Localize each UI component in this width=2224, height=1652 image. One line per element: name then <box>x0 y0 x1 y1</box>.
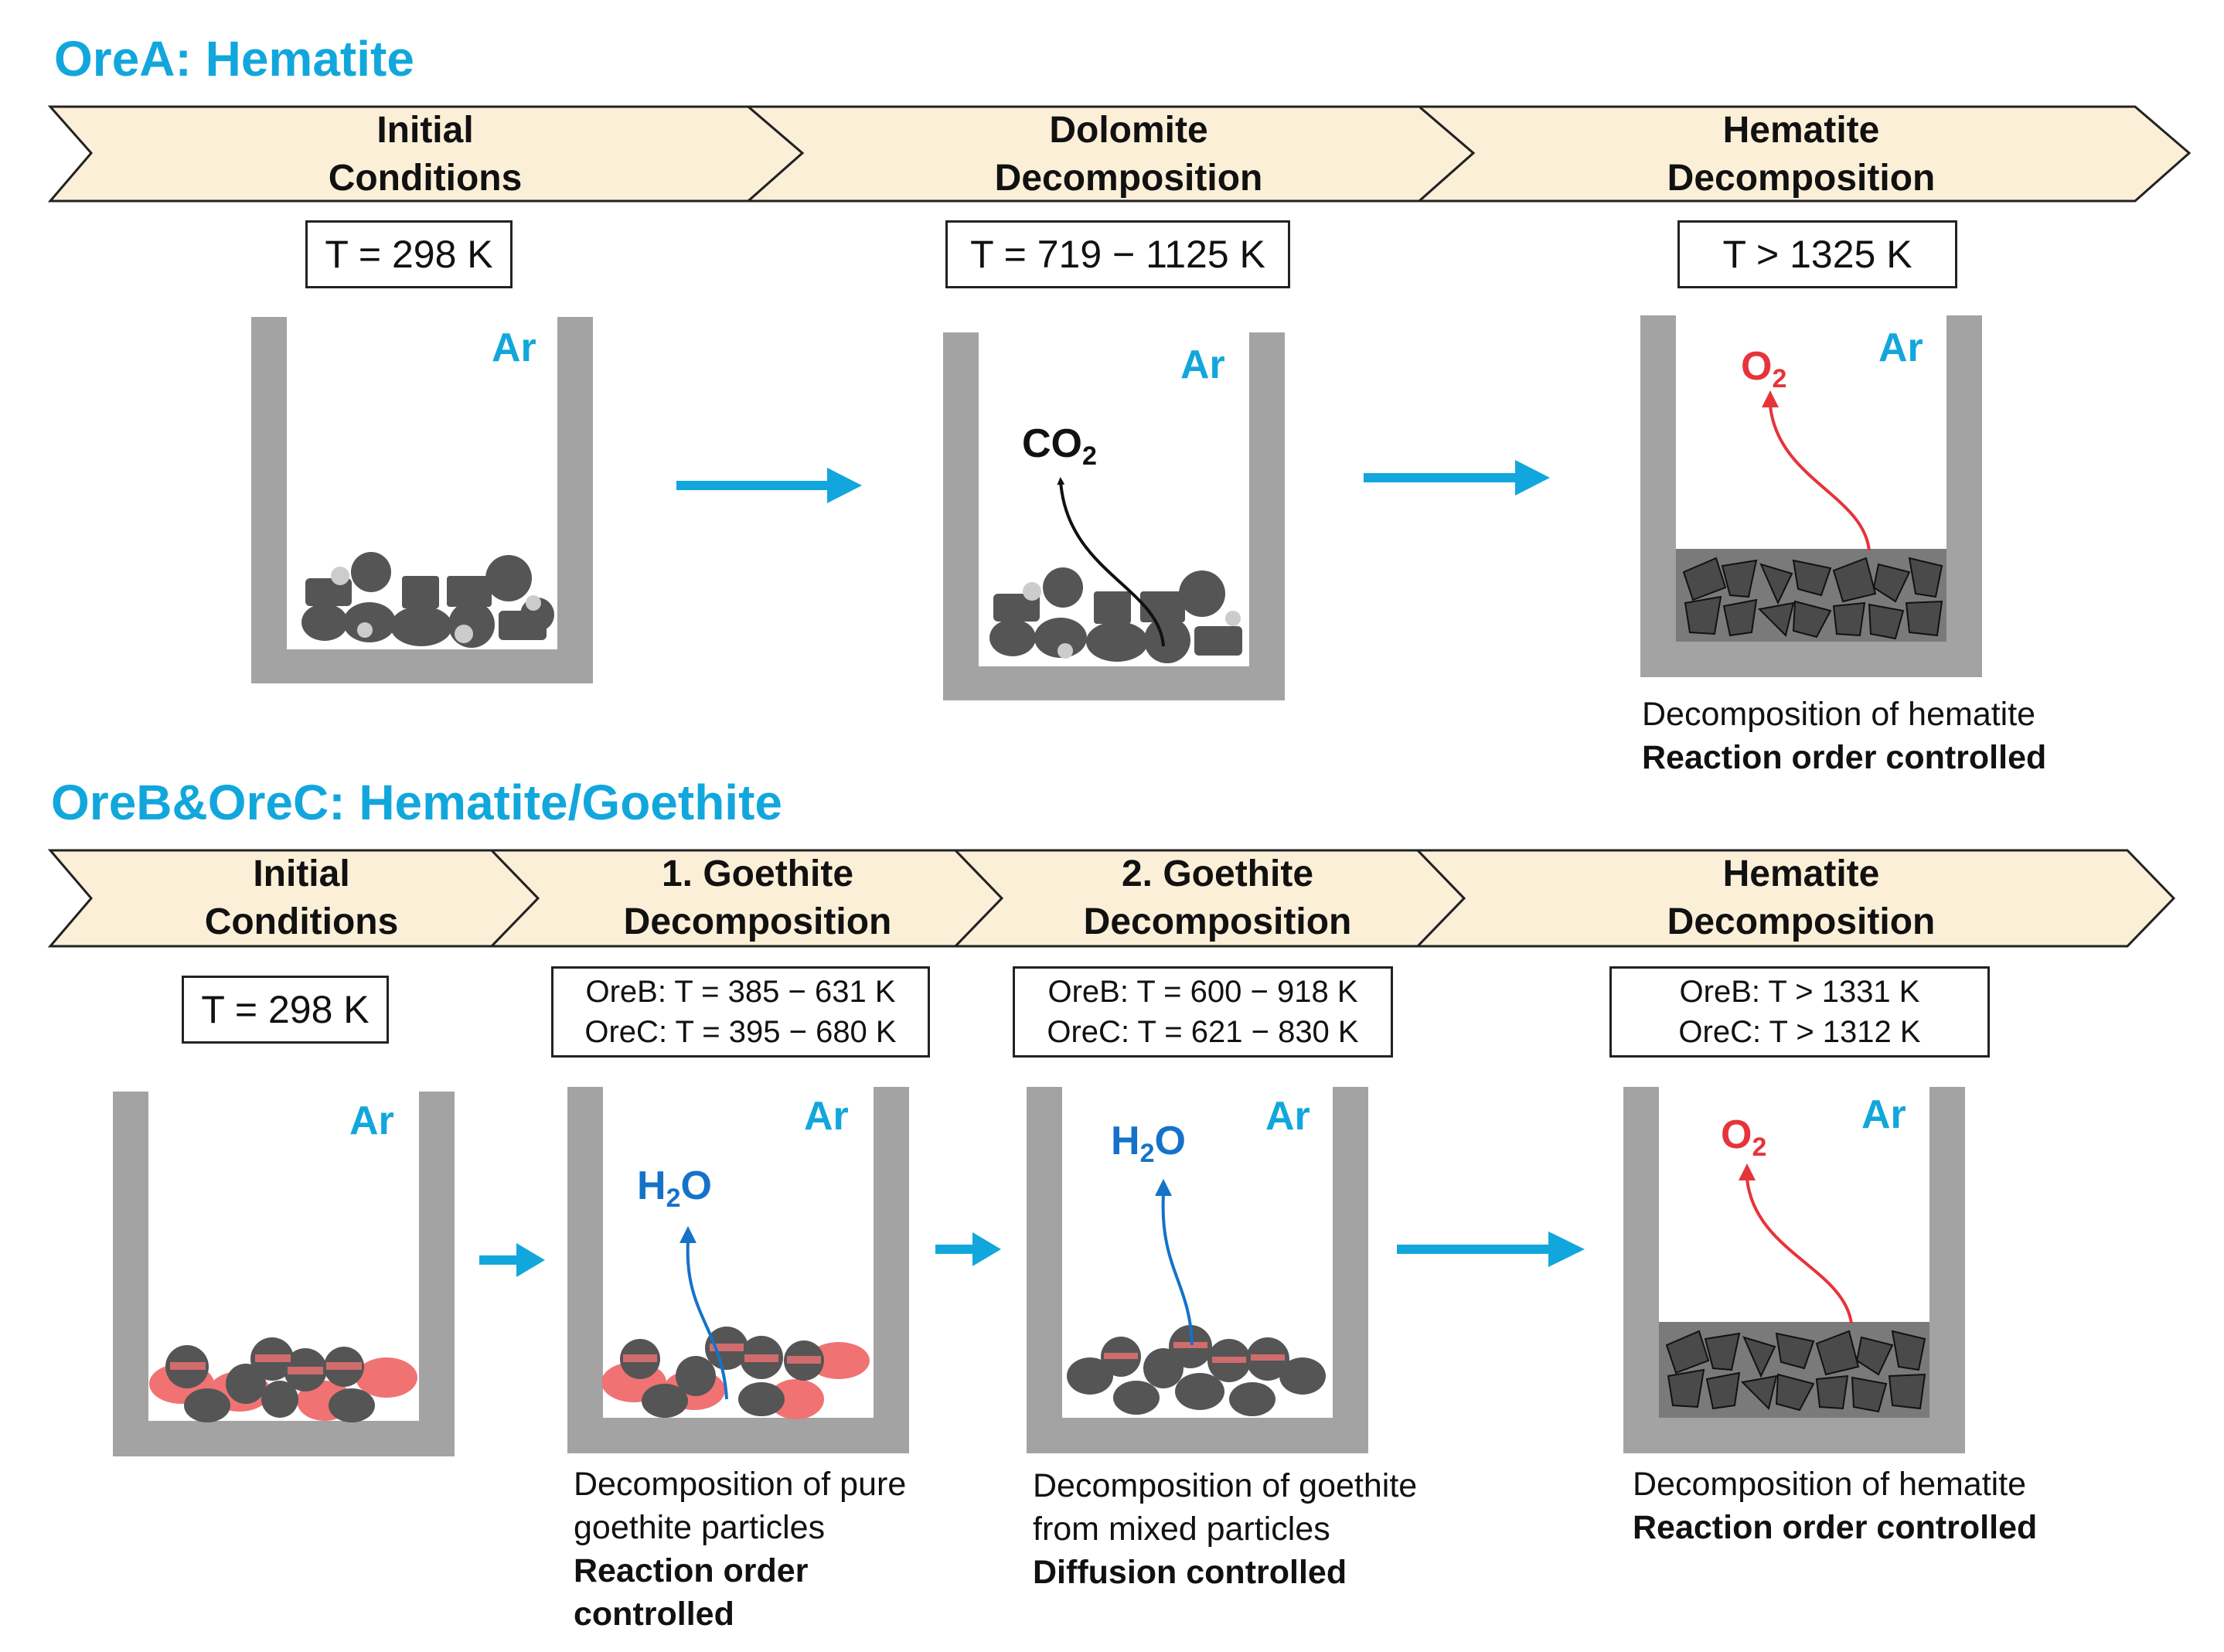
stage-a-dolomite-label: Dolomite Decomposition <box>994 110 1263 199</box>
temp-oreb-goethite1: OreB: T = 385 − 631 K <box>585 975 896 1009</box>
flow-arrow-b3 <box>1397 1231 1585 1267</box>
crucible-b-initial <box>113 1092 455 1456</box>
crucible-a-hematite <box>1640 315 1982 677</box>
desc-b-goethite2: Decomposition of goethite from mixed par… <box>1033 1467 1418 1591</box>
hematite-fragments-b <box>1665 1330 1926 1413</box>
crucible-a-initial <box>251 317 593 683</box>
co2-release-arrow <box>1057 477 1165 647</box>
stage-b-goethite1-label: 1. Goethite Decomposition <box>623 853 892 942</box>
particles-a-initial <box>301 552 554 648</box>
temp-oreb-hematite: OreB: T > 1331 K <box>1679 975 1920 1009</box>
desc-b-hematite: Decomposition of hematite Reaction order… <box>1633 1466 2038 1546</box>
temp-box-a-hematite: T > 1325 K <box>1677 220 1957 288</box>
process-arrow-a <box>47 105 2192 203</box>
ar-label-b-goethite2: Ar <box>1265 1094 1310 1139</box>
h2o-label-b-goethite2: H2O <box>1111 1119 1186 1168</box>
flow-arrow-b1 <box>479 1243 545 1277</box>
temp-box-b-goethite1: OreB: T = 385 − 631 K OreC: T = 395 − 68… <box>551 966 930 1058</box>
temp-box-b-hematite: OreB: T > 1331 K OreC: T > 1312 K <box>1609 966 1990 1058</box>
h2o-release-arrow-2 <box>1155 1179 1194 1346</box>
h2o-release-arrow-1 <box>679 1226 728 1400</box>
temp-box-b-initial: T = 298 K <box>182 976 389 1044</box>
temp-orec-goethite2: OreC: T = 621 − 830 K <box>1047 1015 1359 1049</box>
stage-a-initial-label: Initial Conditions <box>328 110 523 199</box>
ar-label-b-hematite: Ar <box>1861 1092 1906 1137</box>
temp-orec-goethite1: OreC: T = 395 − 680 K <box>584 1015 897 1049</box>
hematite-fragments-a <box>1682 557 1943 640</box>
ar-label-b-goethite1: Ar <box>804 1094 849 1139</box>
desc-b-goethite1: Decomposition of pure goethite particles… <box>574 1466 907 1633</box>
stage-b-goethite2-label: 2. Goethite Decomposition <box>1083 853 1352 942</box>
temp-box-a-initial: T = 298 K <box>305 220 513 288</box>
temp-box-b-goethite2: OreB: T = 600 − 918 K OreC: T = 621 − 83… <box>1013 966 1393 1058</box>
chevron-b-hematite <box>1415 849 2176 948</box>
o2-label-a: O2 <box>1741 344 1787 393</box>
process-arrow-b <box>47 849 2176 948</box>
flow-arrow-a2 <box>1364 460 1550 496</box>
temp-orec-hematite: OreC: T > 1312 K <box>1678 1015 1921 1049</box>
crucible-b-goethite1 <box>567 1087 909 1453</box>
section-b-title: OreB&OreC: Hematite/Goethite <box>51 775 782 830</box>
crucible-a-dolomite <box>943 332 1285 700</box>
flow-arrow-a1 <box>676 468 862 503</box>
temp-oreb-goethite2: OreB: T = 600 − 918 K <box>1047 975 1358 1009</box>
particles-b-goethite1 <box>601 1327 870 1419</box>
stage-a-hematite-label: Hematite Decomposition <box>1667 110 1936 199</box>
flow-arrow-b2 <box>935 1232 1001 1266</box>
h2o-label-b-goethite1: H2O <box>637 1163 712 1213</box>
ar-label-b-initial: Ar <box>349 1098 394 1143</box>
ar-label-a-dolomite: Ar <box>1180 342 1225 387</box>
stage-b-initial-label: Initial Conditions <box>204 853 399 942</box>
stage-b-hematite-label: Hematite Decomposition <box>1667 853 1936 942</box>
particles-a-dolomite <box>989 567 1242 663</box>
o2-label-b: O2 <box>1721 1112 1767 1162</box>
desc-a-hematite: Decomposition of hematite Reaction order… <box>1642 696 2047 776</box>
particles-b-initial <box>149 1337 417 1422</box>
co2-label: CO2 <box>1022 421 1097 471</box>
temp-box-a-dolomite: T = 719 − 1125 K <box>945 220 1290 288</box>
crucible-b-goethite2 <box>1027 1087 1368 1453</box>
crucible-b-hematite <box>1623 1087 1965 1453</box>
o2-release-arrow-a <box>1762 390 1871 551</box>
o2-release-arrow-b <box>1739 1163 1853 1324</box>
ar-label-a-initial: Ar <box>492 325 536 370</box>
particles-b-goethite2 <box>1067 1325 1326 1416</box>
ar-label-a-hematite: Ar <box>1878 325 1923 370</box>
section-a-title: OreA: Hematite <box>54 31 414 87</box>
chevron-a-hematite <box>1415 105 2192 203</box>
